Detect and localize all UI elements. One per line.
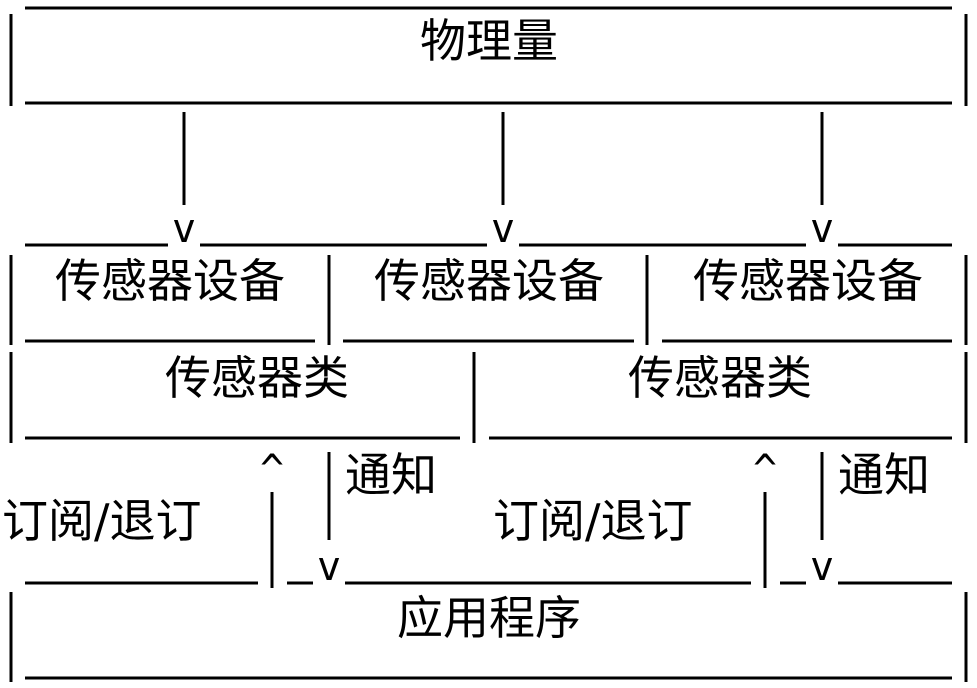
sensor-device-label: 传感器设备 — [374, 254, 604, 308]
subscribe-unsubscribe-label: 订阅/退订 — [493, 494, 693, 548]
sensor-device-label: 传感器设备 — [693, 254, 923, 308]
sensor-device-label: 传感器设备 — [55, 254, 285, 308]
down-arrow-icon: v — [316, 544, 342, 590]
up-arrow-icon: ^ — [259, 447, 285, 493]
subscribe-unsubscribe-label: 订阅/退订 — [2, 494, 202, 548]
sensor-class-label: 传感器类 — [628, 351, 812, 405]
sensor-class-label: 传感器类 — [165, 351, 349, 405]
notify-label: 通知 — [345, 448, 437, 502]
application-label: 应用程序 — [397, 591, 581, 645]
down-arrow-icon: v — [490, 206, 516, 252]
up-arrow-icon: ^ — [752, 447, 778, 493]
down-arrow-icon: v — [171, 206, 197, 252]
notify-label: 通知 — [838, 448, 930, 502]
physical-quantity-label: 物理量 — [420, 14, 558, 68]
down-arrow-icon: v — [809, 544, 835, 590]
down-arrow-icon: v — [809, 206, 835, 252]
